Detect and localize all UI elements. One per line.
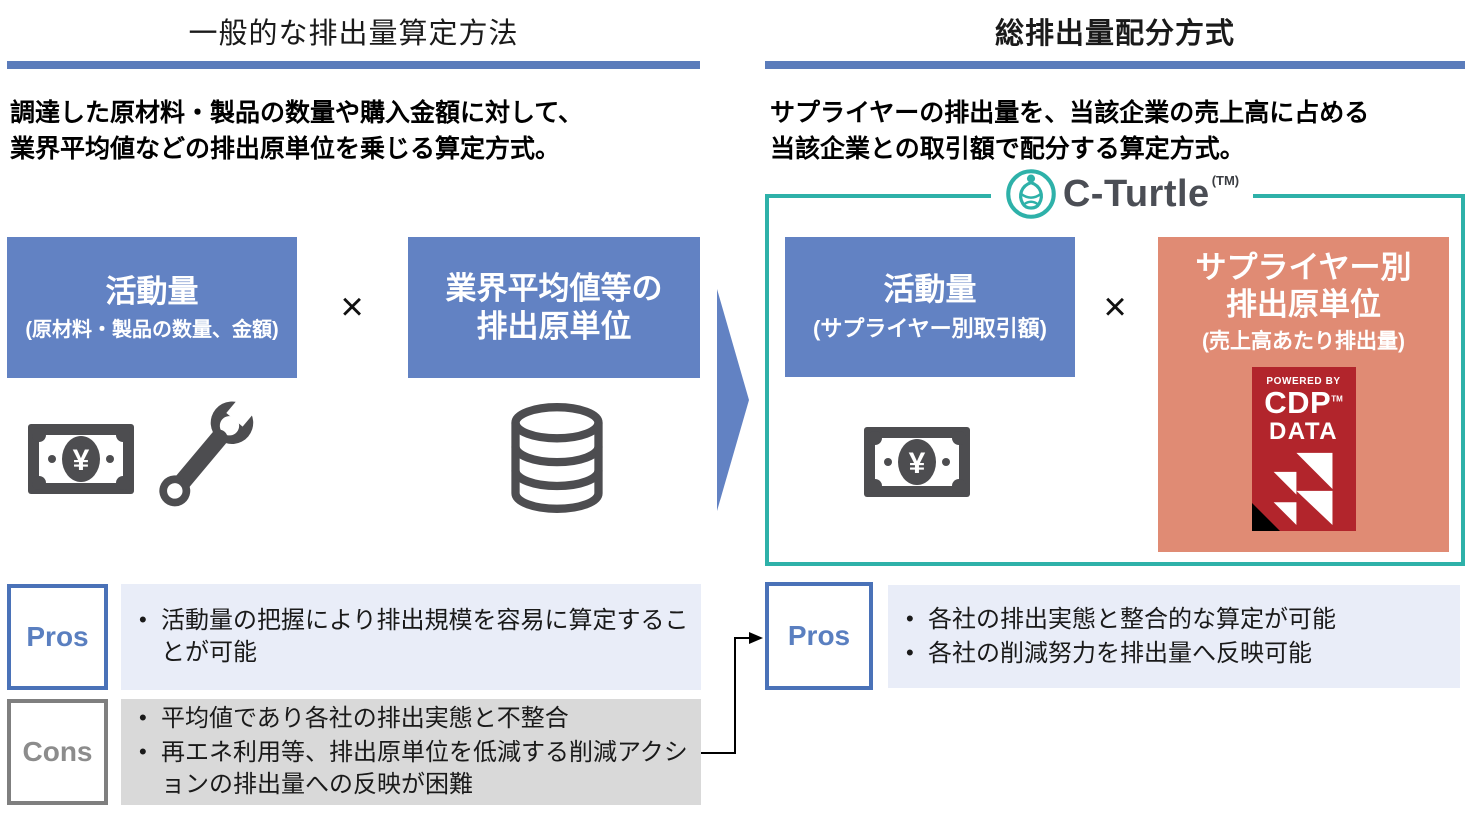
left-activity-title: 活動量 <box>105 274 199 310</box>
flow-arrow-icon <box>717 289 749 511</box>
wrench-icon <box>159 390 262 507</box>
yen-symbol: ¥ <box>909 447 926 480</box>
right-activity-box: 活動量 (サプライヤー別取引額) <box>785 237 1075 377</box>
supplier-factor-sub: (売上高あたり排出量) <box>1202 330 1405 354</box>
cdp-brand-text: CDPTM <box>1252 387 1356 419</box>
right-description-line2: 当該企業との取引額で配分する算定方式。 <box>770 134 1245 163</box>
left-activity-box: 活動量 (原材料・製品の数量、金額) <box>7 237 297 378</box>
cons-to-pros-connector-arrow <box>701 632 763 754</box>
left-title-underline <box>7 61 700 69</box>
right-pros-item: 各社の削減努力を排出量へ反映可能 <box>894 638 1450 670</box>
database-icon <box>511 403 603 513</box>
cdp-triangles-icon <box>1273 453 1332 526</box>
left-section-title: 一般的な排出量算定方法 <box>188 18 519 50</box>
left-factor-box: 業界平均値等の 排出原単位 <box>408 237 700 378</box>
left-cons-content: 平均値であり各社の排出実態と不整合 再エネ利用等、排出原単位を低減する削減アクシ… <box>121 699 701 805</box>
left-description-line2: 業界平均値などの排出原単位を乗じる算定方式。 <box>10 134 561 163</box>
left-pros-label: Pros <box>7 584 108 690</box>
left-factor-line2: 排出原単位 <box>476 308 632 344</box>
cdp-brand: CDP <box>1264 385 1332 421</box>
left-cons-label: Cons <box>7 699 108 805</box>
left-multiply-sign: × <box>340 285 364 329</box>
supplier-factor-box: サプライヤー別 排出原単位 (売上高あたり排出量) POWERED BY CDP… <box>1158 237 1449 552</box>
left-pros-item: 活動量の把握により排出規模を容易に算定することが可能 <box>127 605 691 669</box>
cdp-data-badge: POWERED BY CDPTM DATA <box>1251 367 1356 532</box>
right-activity-title: 活動量 <box>883 272 977 308</box>
c-turtle-logo: C-Turtle (TM) <box>991 162 1253 226</box>
banknote-yen-icon: ¥ <box>864 427 970 497</box>
right-title-underline <box>765 61 1465 69</box>
supplier-factor-line1: サプライヤー別 <box>1195 250 1412 285</box>
supplier-factor-line2: 排出原単位 <box>1226 287 1381 323</box>
right-pros-content: 各社の排出実態と整合的な算定が可能 各社の削減努力を排出量へ反映可能 <box>888 585 1460 688</box>
c-turtle-trademark: (TM) <box>1211 172 1240 188</box>
right-activity-sub: (サプライヤー別取引額) <box>813 315 1047 341</box>
banknote-yen-icon: ¥ <box>28 424 134 494</box>
cdp-corner-triangle-icon <box>1251 503 1280 532</box>
right-description: サプライヤーの排出量を、当該企業の売上高に占める 当該企業との取引額で配分する算… <box>770 96 1465 167</box>
right-section-title: 総排出量配分方式 <box>994 18 1235 50</box>
left-cons-item: 平均値であり各社の排出実態と不整合 <box>127 703 691 735</box>
left-pros-content: 活動量の把握により排出規模を容易に算定することが可能 <box>121 584 701 690</box>
cdp-data-text: DATA <box>1268 417 1339 445</box>
right-multiply-sign: × <box>1103 284 1127 329</box>
right-description-line1: サプライヤーの排出量を、当該企業の売上高に占める <box>770 99 1370 127</box>
right-pros-list: 各社の排出実態と整合的な算定が可能 各社の削減努力を排出量へ反映可能 <box>888 602 1460 672</box>
right-pros-item: 各社の排出実態と整合的な算定が可能 <box>894 604 1450 636</box>
yen-symbol: ¥ <box>73 444 90 477</box>
left-cons-list: 平均値であり各社の排出実態と不整合 再エネ利用等、排出原単位を低減する削減アクシ… <box>121 701 701 803</box>
turtle-logo-icon <box>1006 169 1056 219</box>
cdp-powered-by-text: POWERED BY <box>1266 376 1341 388</box>
right-pros-label: Pros <box>765 582 873 690</box>
left-pros-list: 活動量の把握により排出規模を容易に算定することが可能 <box>121 603 701 671</box>
left-factor-line1: 業界平均値等の <box>445 271 663 307</box>
left-cons-item: 再エネ利用等、排出原単位を低減する削減アクションの排出量への反映が困難 <box>127 737 691 801</box>
c-turtle-wordmark: C-Turtle <box>1062 172 1210 215</box>
left-activity-sub: (原材料・製品の数量、金額) <box>25 318 279 341</box>
left-description: 調達した原材料・製品の数量や購入金額に対して、 業界平均値などの排出原単位を乗じ… <box>10 96 710 167</box>
left-description-line1: 調達した原材料・製品の数量や購入金額に対して、 <box>10 99 584 127</box>
cdp-trademark: TM <box>1331 395 1343 405</box>
